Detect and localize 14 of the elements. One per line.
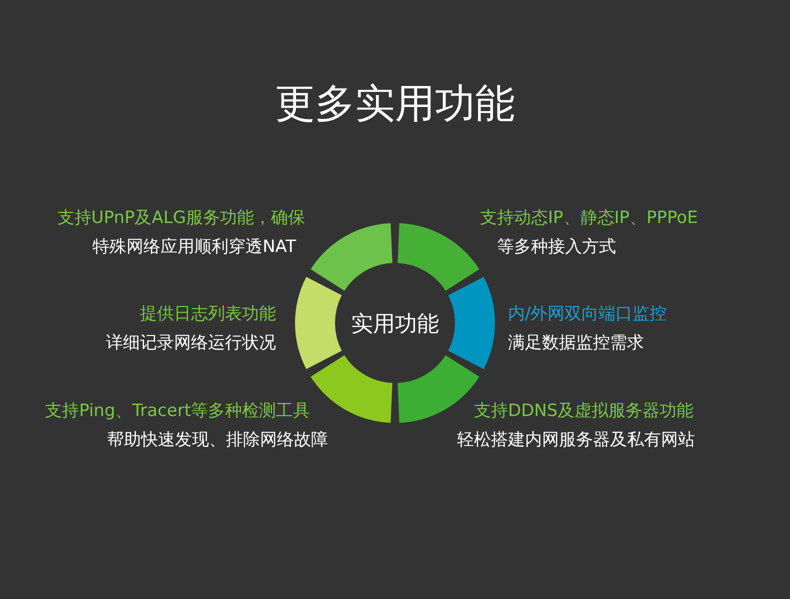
center-label: 实用功能 (351, 312, 439, 338)
feature-description: 详细记录网络运行状况 (106, 332, 276, 354)
title: 更多实用功能 (274, 80, 516, 129)
feature-description: 满足数据监控需求 (508, 332, 644, 354)
feature-heading: 支持动态IP、静态IP、PPPoE (480, 207, 698, 229)
feature-heading: 支持DDNS及虚拟服务器功能 (474, 400, 694, 422)
feature-heading: 支持Ping、Tracert等多种检测工具 (45, 400, 310, 422)
feature-description: 帮助快速发现、排除网络故障 (107, 429, 328, 451)
feature-heading: 提供日志列表功能 (140, 303, 276, 325)
feature-heading: 支持UPnP及ALG服务功能，确保 (57, 207, 305, 229)
feature-description: 等多种接入方式 (497, 236, 616, 258)
feature-heading: 内/外网双向端口监控 (508, 303, 667, 325)
feature-description: 轻松搭建内网服务器及私有网站 (457, 429, 695, 451)
feature-description: 特殊网络应用顺利穿透NAT (92, 236, 296, 258)
